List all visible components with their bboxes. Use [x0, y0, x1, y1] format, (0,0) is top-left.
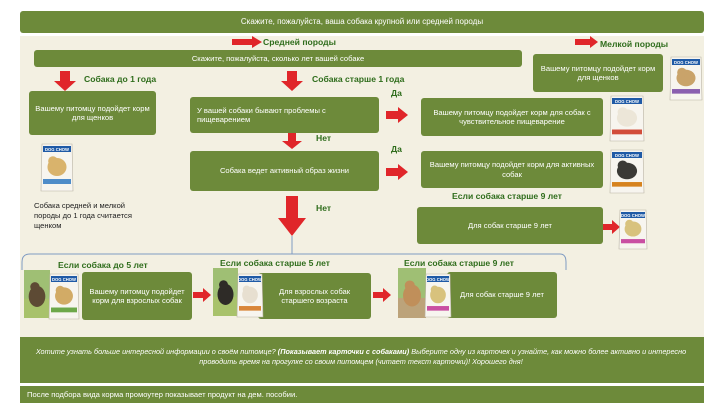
digestion-result-box: Вашему питомцу подойдет корм для собак с… [421, 98, 603, 136]
yes2-label: Да [391, 144, 402, 154]
svg-text:DOG CHOW: DOG CHOW [238, 277, 262, 282]
pack-under5-dog-image [24, 270, 50, 318]
svg-text:DOG CHOW: DOG CHOW [52, 277, 76, 282]
over5-box: Для взрослых собак старшего возраста [258, 273, 371, 319]
question-size-text: Скажите, пожалуйста, ваша собака крупной… [240, 17, 484, 26]
puppy-result-box: Вашему питомцу подойдет корм для щенков [29, 91, 156, 135]
info-part3: Выберите одну из карточек и узнайте, как… [199, 347, 687, 367]
active-result-box: Вашему питомцу подойдет корм для активны… [421, 151, 603, 188]
pack-over5-dog-image [213, 268, 238, 316]
senior-right-box: Для собак старше 9 лет [417, 207, 603, 244]
pack-over5-image: DOG CHOW [236, 273, 264, 318]
pack-active-image: DOG CHOW [609, 149, 645, 194]
branch-medium-label: Средней породы [263, 37, 336, 47]
svg-text:DOG CHOW: DOG CHOW [674, 60, 698, 65]
arrow-small [575, 36, 598, 48]
arrow-over5 [373, 288, 391, 302]
age-question-text: Скажите, пожалуйста, сколько лет вашей с… [191, 53, 365, 63]
age-question-box: Скажите, пожалуйста, сколько лет вашей с… [34, 50, 522, 67]
senior-right-text: Для собак старше 9 лет [467, 220, 552, 230]
pack-over9-image: DOG CHOW [424, 273, 452, 318]
pack-over9-dog-image [398, 268, 426, 318]
digestion-question-text: У вашей собаки бывают проблемы с пищевар… [197, 105, 326, 124]
puppy-label: Собака до 1 года [84, 74, 157, 84]
arrow-under5 [193, 288, 211, 302]
over5-text: Для взрослых собак старшего возраста [278, 286, 351, 305]
over9-text: Для собак старше 9 лет [459, 290, 544, 300]
no2-label: Нет [316, 203, 332, 213]
activity-question-box: Собака ведет активный образ жизни [190, 151, 379, 191]
senior-right-label: Если собака старше 9 лет [452, 191, 562, 201]
under5-box: Вашему питомцу подойдет корм для взрослы… [82, 272, 192, 320]
small-breed-result-text: Вашему питомцу подойдет корм для щенков [540, 63, 656, 82]
yes1-label: Да [391, 88, 402, 98]
arrow-senior-right [603, 220, 620, 234]
svg-text:DOG CHOW: DOG CHOW [615, 99, 639, 104]
arrow-no2 [278, 196, 306, 236]
svg-text:DOG CHOW: DOG CHOW [426, 277, 450, 282]
under5-text: Вашему питомцу подойдет корм для взрослы… [89, 286, 185, 305]
pack-puppy-image: DOG CHOW [40, 143, 74, 192]
branch-small-label: Мелкой породы [600, 39, 669, 49]
puppy-note: Собака средней и мелкой породы до 1 года… [34, 201, 132, 230]
question-size-box: Скажите, пожалуйста, ваша собака крупной… [20, 11, 704, 33]
over5-label: Если собака старше 5 лет [220, 258, 330, 268]
arrow-yes1 [386, 107, 408, 123]
info-box [20, 337, 704, 383]
pack-senior-right-image: DOG CHOW [618, 209, 648, 250]
info-text: Хотите узнать больше интересной информац… [24, 347, 698, 367]
age-bracket [21, 253, 567, 270]
info-part4: Хорошего дня! [472, 357, 523, 367]
info-part1: Хотите узнать больше интересной информац… [35, 347, 276, 356]
arrow-adult [281, 71, 303, 91]
adult-label: Собака старше 1 года [312, 74, 405, 84]
footer-text: После подбора вида корма промоутер показ… [27, 389, 298, 399]
digestion-question-box: У вашей собаки бывают проблемы с пищевар… [190, 97, 379, 133]
under5-label: Если собака до 5 лет [58, 260, 148, 270]
digestion-result-text: Вашему питомцу подойдет корм для собак с… [433, 107, 591, 126]
arrow-no1 [282, 133, 302, 149]
activity-question-text: Собака ведет активный образ жизни [219, 166, 350, 176]
arrow-puppy [54, 71, 76, 91]
svg-text:DOG CHOW: DOG CHOW [45, 147, 69, 152]
active-result-text: Вашему питомцу подойдет корм для активны… [429, 160, 595, 179]
pack-under5-image: DOG CHOW [48, 273, 80, 320]
small-breed-result-box: Вашему питомцу подойдет корм для щенков [533, 54, 663, 92]
pack-small-breed-image: DOG CHOW [669, 56, 703, 101]
over9-box: Для собак старше 9 лет [447, 272, 557, 318]
info-part2: (Показывает карточки с собаками) [277, 347, 410, 356]
puppy-result-text: Вашему питомцу подойдет корм для щенков [35, 103, 150, 122]
over9-label: Если собака старше 9 лет [404, 258, 514, 268]
arrow-yes2 [386, 164, 408, 180]
svg-text:DOG CHOW: DOG CHOW [621, 213, 645, 218]
footer-box: После подбора вида корма промоутер показ… [20, 386, 704, 403]
svg-text:DOG CHOW: DOG CHOW [615, 153, 639, 158]
no1-label: Нет [316, 133, 332, 143]
arrow-medium [232, 36, 262, 48]
pack-digestion-image: DOG CHOW [609, 95, 645, 142]
